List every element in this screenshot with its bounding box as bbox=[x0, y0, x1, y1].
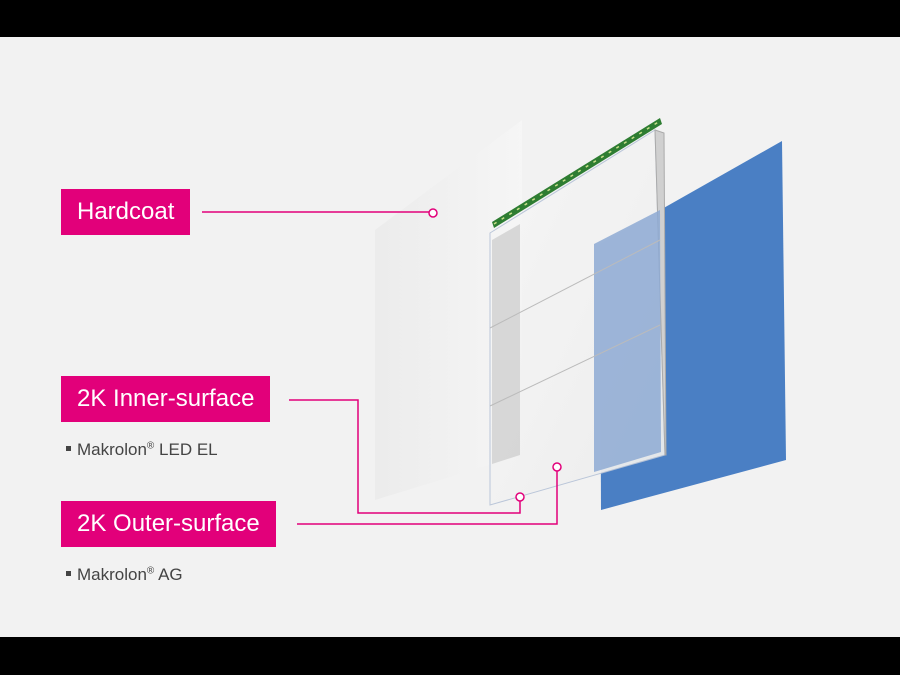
section-line bbox=[489, 324, 661, 407]
section-line bbox=[489, 239, 661, 329]
diagram-canvas: Hardcoat 2K Inner-surface Makrolon® LED … bbox=[0, 37, 900, 637]
dark-side-strip bbox=[492, 224, 520, 464]
led-strip bbox=[492, 118, 662, 228]
inner-surface-label: 2K Inner-surface bbox=[61, 376, 271, 422]
layer-diagram bbox=[202, 118, 786, 525]
material-name: Makrolon bbox=[77, 440, 147, 459]
inner-material: Makrolon® LED EL bbox=[66, 440, 218, 460]
hardcoat-layer bbox=[375, 120, 522, 500]
outer-surface-label: 2K Outer-surface bbox=[61, 501, 276, 547]
outer-material: Makrolon® AG bbox=[66, 565, 183, 585]
registered-mark: ® bbox=[146, 440, 155, 452]
material-grade: AG bbox=[158, 565, 183, 584]
hardcoat-label: Hardcoat bbox=[61, 189, 191, 235]
outer-leader-dot bbox=[552, 462, 562, 472]
registered-mark: ® bbox=[146, 565, 155, 577]
hardcoat-leader-dot bbox=[428, 208, 438, 218]
inner-leader-dot bbox=[515, 492, 525, 502]
bullet-icon bbox=[66, 446, 71, 452]
outer-leader-line bbox=[297, 471, 558, 525]
material-name: Makrolon bbox=[77, 565, 147, 584]
inner-leader-line bbox=[289, 399, 521, 514]
bullet-icon bbox=[66, 571, 71, 577]
material-grade: LED EL bbox=[159, 440, 218, 459]
